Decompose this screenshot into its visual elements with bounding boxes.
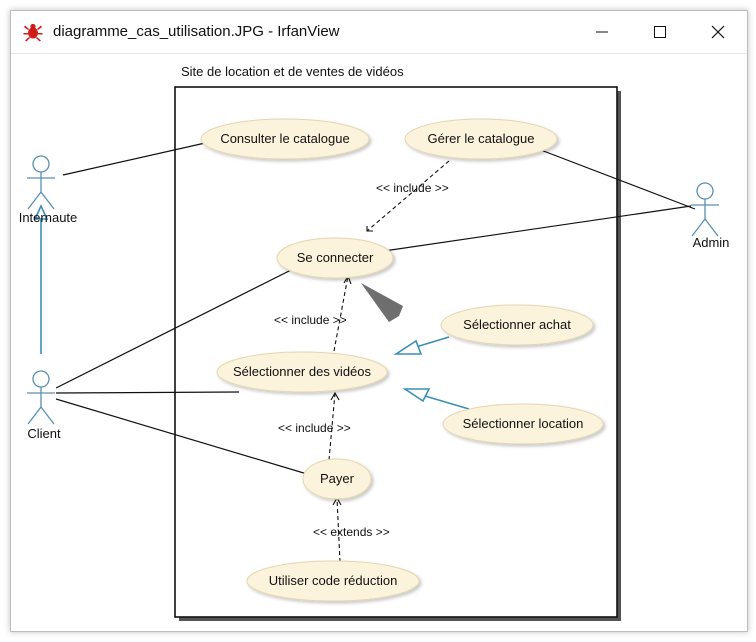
title-bar[interactable]: diagramme_cas_utilisation.JPG - IrfanVie… (11, 11, 747, 54)
gen-client-internaute-head (33, 204, 49, 220)
use-case-selectionner-location (442, 403, 604, 445)
use-case-selectionner-videos (216, 351, 388, 393)
minimize-icon (596, 31, 608, 33)
assoc-admin-connecter (383, 205, 692, 252)
use-case-connecter-label: Se connecter (297, 250, 374, 265)
window-title: diagramme_cas_utilisation.JPG - IrfanVie… (53, 23, 340, 40)
dep-payer-selection (328, 392, 336, 461)
gen-location-selection (424, 395, 470, 410)
use-case-selectionner-achat (440, 304, 594, 346)
gen-achat-selection (415, 336, 450, 348)
mouse-cursor-icon (361, 283, 403, 322)
actor-internaute (27, 155, 55, 210)
use-case-payer (302, 458, 372, 500)
extends-label-code: << extends >> (313, 525, 390, 539)
irfanview-app-icon[interactable] (23, 22, 43, 42)
dep-selection-connecter (333, 275, 349, 352)
relation-labels: << include >> << include >> << include >… (274, 181, 449, 539)
dep-code-payer (336, 497, 341, 563)
generalizations (33, 204, 470, 410)
use-case-diagram: Site de location et de ventes de vidéos (19, 64, 730, 621)
use-case-videos-label: Sélectionner des vidéos (233, 364, 372, 379)
minimize-button[interactable] (573, 11, 631, 53)
include-label-payer: << include >> (278, 421, 351, 435)
use-case-gerer-label: Gérer le catalogue (428, 131, 535, 146)
use-case-consulter-catalogue (200, 118, 370, 160)
include-label-selection: << include >> (274, 313, 347, 327)
actor-admin (691, 182, 719, 237)
include-label-gerer: << include >> (376, 181, 449, 195)
actor-client-label: Client (27, 426, 61, 441)
use-case-payer-label: Payer (320, 471, 355, 486)
image-canvas[interactable]: Site de location et de ventes de vidéos (11, 54, 747, 631)
system-title: Site de location et de ventes de vidéos (181, 64, 404, 79)
actor-admin-label: Admin (693, 235, 730, 250)
associations (55, 140, 696, 475)
irfanview-window: diagramme_cas_utilisation.JPG - IrfanVie… (10, 10, 748, 632)
assoc-admin-gerer (532, 146, 696, 210)
use-case-labels: Consulter le catalogue Gérer le catalogu… (220, 131, 583, 588)
assoc-client-connecter (55, 264, 302, 389)
assoc-client-payer (55, 398, 308, 475)
maximize-button[interactable] (631, 11, 689, 53)
use-case-achat-label: Sélectionner achat (463, 317, 571, 332)
use-case-consulter-label: Consulter le catalogue (220, 131, 349, 146)
system-boundary (174, 86, 618, 618)
use-case-code-reduction (246, 560, 420, 602)
use-case-se-connecter (276, 237, 394, 279)
close-icon (711, 25, 725, 39)
gen-location-selection-head (402, 388, 431, 403)
dep-gerer-connecter (366, 160, 450, 232)
dependency-arrowheads (330, 226, 373, 506)
use-case-code-label: Utiliser code réduction (269, 573, 398, 588)
dependencies (328, 160, 450, 563)
actor-internaute-label: Internaute (19, 210, 78, 225)
use-case-gerer-catalogue (404, 118, 558, 160)
use-case-location-label: Sélectionner location (463, 416, 584, 431)
actor-client (27, 370, 55, 425)
assoc-internaute-consulter (62, 140, 215, 176)
close-button[interactable] (689, 11, 747, 53)
assoc-client-selection (55, 391, 240, 394)
maximize-icon (654, 26, 666, 38)
gen-achat-selection-head (393, 339, 423, 355)
